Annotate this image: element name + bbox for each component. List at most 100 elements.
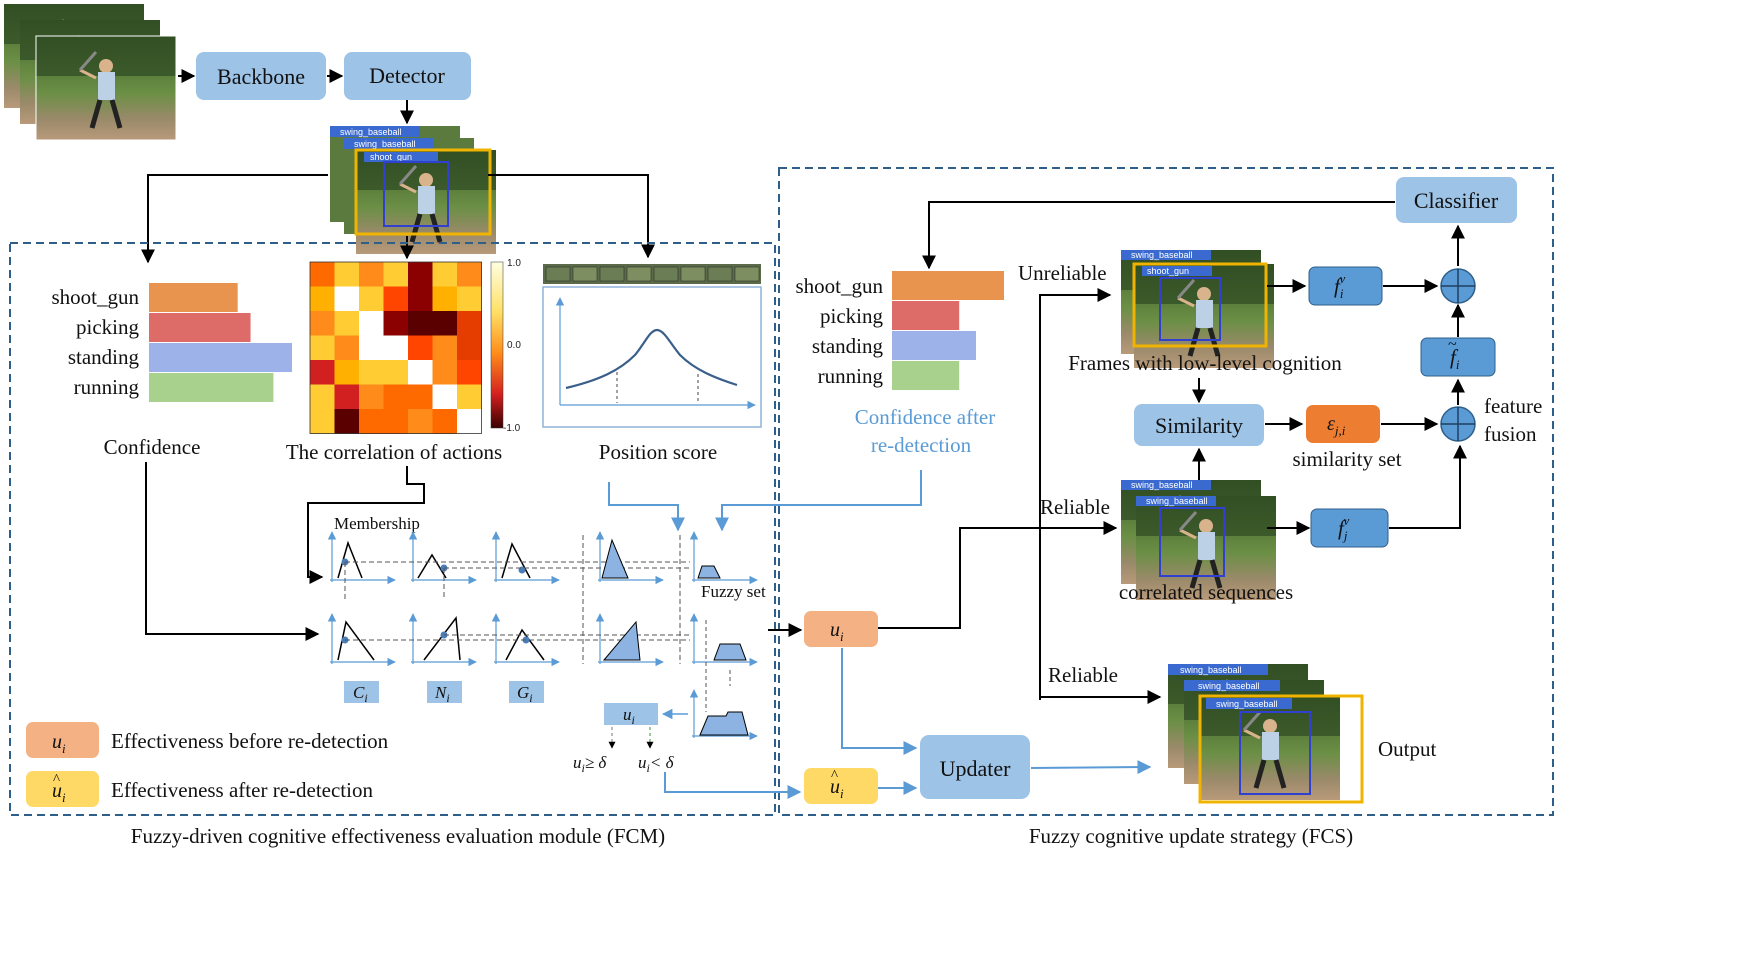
- confidence-after-bar: [892, 361, 960, 390]
- fjv-box: fjv: [1310, 508, 1389, 548]
- fuzzy-membership-panel: Membership: [327, 514, 766, 741]
- svg-text:Ci: Ci: [353, 683, 368, 705]
- ui-box: ui: [804, 611, 878, 647]
- confidence-after-bar-label: running: [818, 364, 884, 388]
- plus-circle-icon: [1440, 406, 1476, 442]
- heatmap-cell: [432, 384, 458, 410]
- heatmap-cell: [359, 311, 384, 336]
- heatmap-cell: [383, 262, 409, 287]
- output-label: Output: [1378, 737, 1437, 761]
- heatmap-cell: [457, 286, 482, 312]
- heatmap-cell: [383, 286, 409, 312]
- heatmap-cell: [310, 286, 335, 312]
- heatmap-cell: [310, 360, 335, 385]
- scale-min-label: -1.0: [503, 423, 521, 434]
- heatmap-cell: [457, 360, 482, 385]
- heatmap-cell: [334, 286, 360, 312]
- detector-box: Detector: [344, 52, 471, 100]
- heatmap-cell: [359, 286, 384, 312]
- heatmap-cell: [383, 384, 409, 410]
- epsilon-box: εj,i: [1306, 405, 1380, 443]
- fuzzy-set-label: Fuzzy set: [701, 582, 766, 601]
- svg-text:εj,i: εj,i: [1327, 413, 1346, 438]
- confidence-after-bar-label: standing: [812, 334, 884, 358]
- correlated-frames: swing_baseball swing_baseball: [1121, 480, 1276, 600]
- svg-text:swing_baseball: swing_baseball: [1131, 480, 1193, 490]
- legend: ui Effectiveness before re-detection ui …: [26, 722, 389, 807]
- detected-frames: swing_baseball swing_baseball shoot_gun: [330, 126, 496, 254]
- heatmap-cell: [383, 409, 409, 434]
- legend-after: Effectiveness after re-detection: [111, 778, 373, 802]
- confidence-bar: [149, 313, 251, 342]
- backbone-label: Backbone: [217, 64, 305, 89]
- unreliable-label: Unreliable: [1018, 261, 1107, 285]
- svg-text:^: ^: [53, 772, 60, 788]
- ui-hat-box: ui ^: [804, 768, 878, 804]
- fcs-title: Fuzzy cognitive update strategy (FCS): [1029, 824, 1353, 848]
- heatmap-cell: [310, 311, 335, 336]
- correlated-caption: correlated sequences: [1119, 580, 1293, 604]
- svg-text:fi: fi: [1450, 345, 1460, 372]
- heatmap-cell: [359, 262, 384, 287]
- detector-label: Detector: [369, 63, 445, 88]
- svg-text:swing_baseball: swing_baseball: [1146, 496, 1208, 506]
- heatmap-cell: [457, 262, 482, 287]
- svg-text:ui: ui: [830, 776, 844, 801]
- classifier-box: Classifier: [1396, 177, 1517, 223]
- heatmap-cell: [334, 335, 360, 361]
- updater-box: Updater: [920, 735, 1030, 799]
- position-caption: Position score: [599, 440, 717, 464]
- low-level-frames: swing_baseball shoot_gun: [1121, 250, 1274, 368]
- svg-text:swing_baseball: swing_baseball: [1216, 699, 1278, 709]
- fiv-box: fiv: [1308, 266, 1383, 306]
- correlation-heatmap: [309, 261, 482, 434]
- svg-text:fiv: fiv: [1334, 271, 1345, 301]
- svg-text:fjv: fjv: [1338, 513, 1349, 543]
- heatmap-cell: [383, 360, 409, 385]
- svg-text:swing_baseball: swing_baseball: [1180, 665, 1242, 675]
- conf-after-line1: Confidence after: [855, 405, 996, 429]
- legend-before: Effectiveness before re-detection: [111, 729, 389, 753]
- svg-text:shoot_gun: shoot_gun: [1147, 266, 1189, 276]
- correlation-caption: The correlation of actions: [286, 440, 502, 464]
- heatmap-cell: [408, 262, 433, 287]
- heatmap-cell: [432, 286, 458, 312]
- similarity-box: Similarity: [1134, 404, 1264, 446]
- svg-text:swing_baseball: swing_baseball: [354, 139, 416, 149]
- fuzzy-variable-badges: Ci Ni Gi: [344, 681, 544, 705]
- position-score-panel: [542, 264, 762, 428]
- heatmap-cell: [383, 335, 409, 361]
- heatmap-cell: [359, 335, 384, 361]
- heatmap-colorscale: [490, 261, 504, 429]
- heatmap-cell: [310, 409, 335, 434]
- input-frames: [4, 4, 176, 140]
- reliable-label-2: Reliable: [1048, 663, 1118, 687]
- heatmap-cell: [432, 409, 458, 434]
- scale-mid-label: 0.0: [507, 340, 521, 351]
- heatmap-cell: [432, 262, 458, 287]
- heatmap-cell: [408, 335, 433, 361]
- heatmap-cell: [408, 286, 433, 312]
- heatmap-cell: [359, 384, 384, 410]
- heatmap-cell: [432, 360, 458, 385]
- svg-text:Ni: Ni: [434, 683, 450, 705]
- similarity-set-caption: similarity set: [1292, 447, 1401, 471]
- svg-text:ui≥ δ: ui≥ δ: [573, 753, 607, 775]
- svg-text:swing_baseball: swing_baseball: [340, 127, 402, 137]
- heatmap-cell: [457, 409, 482, 434]
- confidence-bar: [149, 373, 274, 402]
- heatmap-cell: [408, 360, 433, 385]
- heatmap-cell: [359, 409, 384, 434]
- confidence-after-bar-label: picking: [820, 304, 883, 328]
- heatmap-cell: [408, 311, 433, 336]
- heatmap-cell: [457, 311, 482, 336]
- heatmap-cell: [334, 311, 360, 336]
- scale-max-label: 1.0: [507, 258, 521, 269]
- svg-text:ui: ui: [623, 705, 635, 727]
- svg-text:~: ~: [1448, 336, 1457, 353]
- svg-text:Gi: Gi: [517, 683, 533, 705]
- heatmap-cell: [408, 384, 433, 410]
